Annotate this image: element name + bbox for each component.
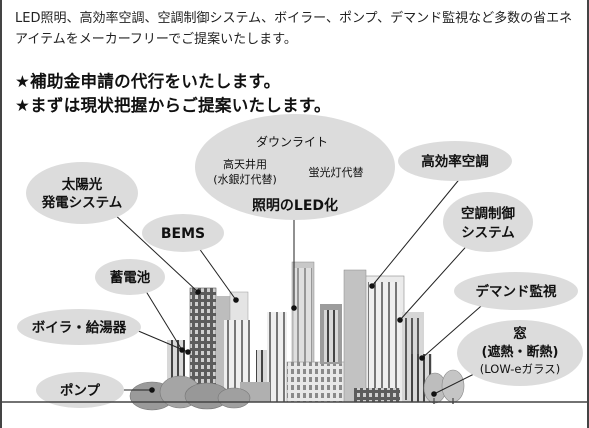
leader-dot [185, 349, 191, 355]
mercury-replacement-label: (水銀灯代替) [213, 172, 277, 186]
ac-control-leader-line [399, 239, 473, 321]
tree [217, 387, 251, 409]
boiler-bubble [17, 309, 141, 345]
trees [129, 369, 465, 411]
tree-trunk [452, 398, 454, 404]
low-e-glass-label: (LOW-eガラス) [480, 362, 560, 376]
bems-leader-line [195, 243, 237, 301]
leader-lines [111, 175, 489, 395]
demand-leader-line [421, 299, 489, 359]
high-ceiling-label: 高天井用 [223, 157, 267, 171]
solar-label: 太陽光 [62, 176, 103, 193]
bems-bubble [142, 214, 224, 252]
building [267, 312, 287, 402]
window-insulation-label: (遮熱・断熱) [482, 344, 559, 360]
hvac-bubble [398, 141, 512, 181]
window-leader-line [433, 371, 479, 395]
lighting-bubble [195, 114, 395, 220]
tree-trunk [433, 398, 435, 404]
leader-dot [369, 283, 375, 289]
building-windows [368, 282, 400, 398]
battery-bubble [95, 259, 165, 295]
pump-label: ポンプ [60, 382, 101, 399]
pump-bubble [36, 372, 124, 408]
leader-dot [149, 387, 155, 393]
tree [441, 369, 465, 403]
battery-label: 蓄電池 [110, 269, 151, 286]
hvac-label: 高効率空調 [421, 153, 489, 170]
building [324, 310, 338, 362]
label-bubbles: ダウンライト 高天井用 (水銀灯代替) 蛍光灯代替 照明のLED化 太陽光 発電… [17, 114, 583, 408]
demand-bubble [454, 272, 578, 310]
solar-bubble [26, 162, 138, 224]
battery-leader-line [143, 287, 183, 351]
ac-control-system-label: システム [461, 225, 515, 241]
ac-control-bubble [443, 192, 533, 252]
window-label: 窓 [513, 325, 527, 342]
window-bubble [457, 320, 583, 386]
leader-dot [291, 305, 297, 311]
demand-label: デマンド監視 [476, 283, 557, 300]
fluorescent-label: 蛍光灯代替 [309, 165, 364, 179]
leader-dot [431, 391, 437, 397]
leader-dot [179, 347, 185, 353]
leader-dot [233, 297, 239, 303]
building [354, 388, 400, 402]
assessment-headline: ★まずは現状把握からご提案いたします。 [15, 96, 331, 115]
boiler-leader-line [135, 329, 189, 353]
intro-text: LED照明、高効率空調、空調制御システム、ボイラー、ポンプ、デマンド監視など多数… [15, 11, 573, 47]
buildings [167, 261, 432, 403]
solar-leader-line [111, 211, 199, 293]
leader-dot [397, 317, 403, 323]
solar-system-label: 発電システム [41, 194, 123, 211]
building [286, 361, 348, 403]
building [343, 269, 367, 403]
leader-dot [195, 289, 201, 295]
ac-control-label: 空調制御 [461, 205, 515, 222]
boiler-label: ボイラ・給湯器 [32, 319, 127, 336]
subsidy-headline: ★補助金申請の代行をいたします。 [15, 72, 281, 91]
lighting-led-title: 照明のLED化 [252, 197, 338, 214]
leader-dots [149, 283, 437, 397]
leader-dot [419, 355, 425, 361]
bems-label: BEMS [161, 226, 205, 242]
hvac-leader-line [371, 175, 463, 287]
downlight-label: ダウンライト [256, 134, 328, 149]
